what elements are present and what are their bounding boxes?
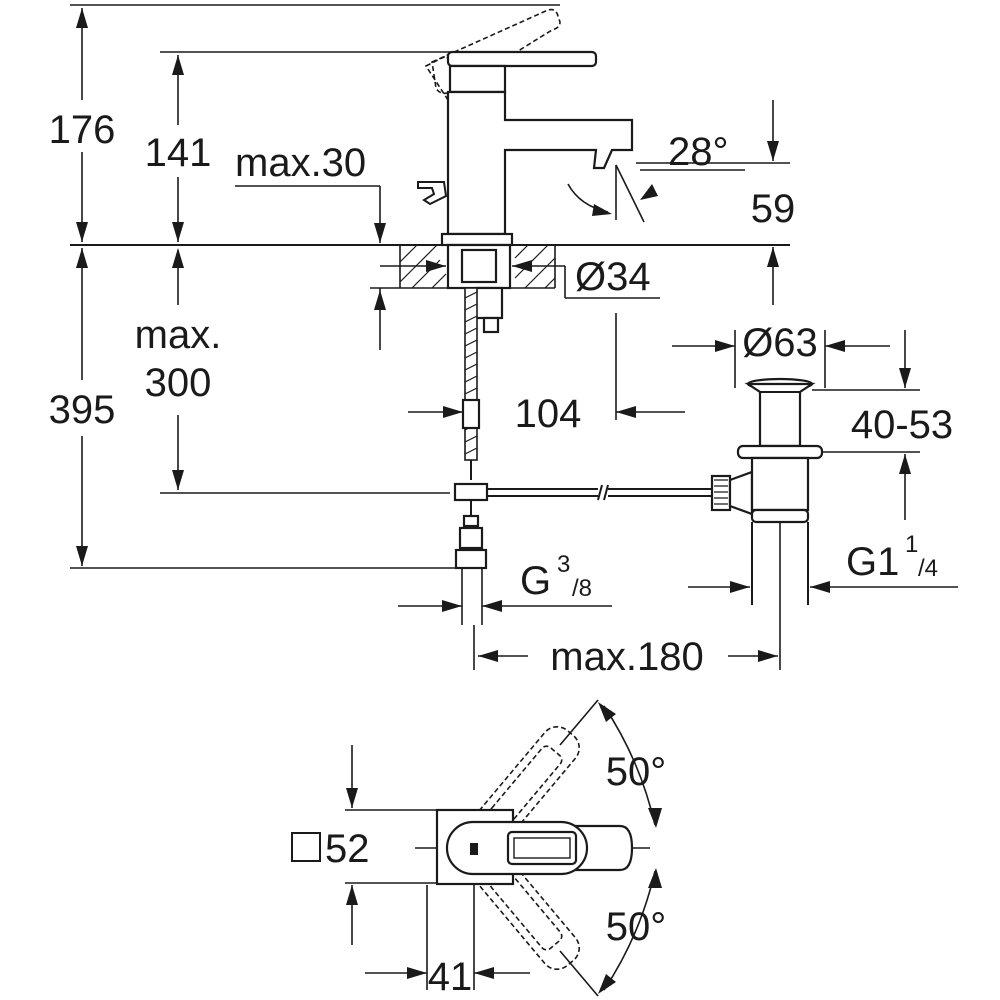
faucet-body xyxy=(417,50,634,247)
dim-label-59: 59 xyxy=(751,187,796,231)
dim-max180: max.180 xyxy=(473,625,778,679)
dim-50deg-top: 50° xyxy=(559,699,667,828)
waste-lock-nut xyxy=(736,444,824,460)
waste-valve xyxy=(736,377,824,670)
flexible-hose xyxy=(464,287,478,461)
dim-label-max300-line2: 300 xyxy=(145,361,212,405)
dim-label-g38-num: 3 xyxy=(557,551,570,578)
square-symbol xyxy=(291,832,321,862)
dim-label-41: 41 xyxy=(428,955,473,999)
dim-label-g38-main: G xyxy=(520,559,551,603)
dim-label-176: 176 xyxy=(49,108,116,152)
dim-label-max30: max.30 xyxy=(235,141,366,185)
threaded-stud xyxy=(474,286,504,320)
inlet-fitting xyxy=(454,548,488,570)
plan-lever-pivot xyxy=(470,843,478,855)
waste-body-lower xyxy=(750,456,810,512)
dim-label-g38-den: /8 xyxy=(572,575,592,602)
dim-d34: Ø34 xyxy=(380,255,660,299)
dim-label-max180: max.180 xyxy=(550,635,703,679)
dim-g38: G 3 /8 xyxy=(398,551,612,625)
dim-label-395: 395 xyxy=(49,388,116,432)
dim-label-g114-num: 1 xyxy=(905,531,918,558)
dim-label-40-53: 40-53 xyxy=(851,403,953,447)
dim-104: 104 xyxy=(408,313,685,436)
stud-end xyxy=(482,316,500,334)
dim-label-square52: 52 xyxy=(325,827,370,871)
dim-label-g114-den: /4 xyxy=(918,555,938,582)
dim-395: 395 xyxy=(49,248,116,566)
elevation-view: 176 141 max.30 xyxy=(38,4,958,679)
dim-label-d34: Ø34 xyxy=(575,255,651,299)
lever-handle xyxy=(446,50,598,68)
hose-ferrule xyxy=(461,398,481,430)
dim-label-50deg-top: 50° xyxy=(606,750,667,794)
hose-nut-small xyxy=(462,514,480,528)
dim-max30: max.30 xyxy=(235,141,400,350)
hose-nut xyxy=(458,526,484,550)
faucet-base-ring xyxy=(440,232,514,247)
dim-label-g114-main: G1 xyxy=(846,540,899,584)
dim-d63: Ø63 xyxy=(672,321,890,388)
dim-label-141: 141 xyxy=(145,131,212,175)
dim-41: 41 xyxy=(365,955,530,999)
pop-up-knob xyxy=(417,181,448,206)
hose-connector xyxy=(453,482,489,502)
mounting-assembly xyxy=(446,243,512,570)
dim-label-d63: Ø63 xyxy=(742,321,818,365)
dim-176: 176 xyxy=(38,8,128,242)
mounting-block xyxy=(460,248,498,284)
lever-base xyxy=(448,64,507,94)
pop-up-rod xyxy=(487,470,754,516)
waste-body-upper xyxy=(744,382,816,448)
dim-label-104: 104 xyxy=(515,392,582,436)
waste-outlet-ring xyxy=(750,508,810,524)
dim-40-53: 40-53 xyxy=(812,330,953,520)
rod-coupling xyxy=(728,470,754,516)
dim-141: 141 xyxy=(132,55,224,242)
dim-square52: 52 xyxy=(291,745,370,945)
dim-28deg: 28° xyxy=(567,130,745,223)
dim-label-28deg: 28° xyxy=(668,130,729,174)
dim-50deg-bottom: 50° xyxy=(559,868,667,997)
plan-view: 52 50° 50° 41 xyxy=(291,699,667,999)
dim-g114: G1 1 /4 xyxy=(688,531,958,593)
dim-max300: max. 300 xyxy=(135,248,222,490)
lever-ghost xyxy=(424,8,561,102)
dim-label-max300-line1: max. xyxy=(135,313,222,357)
rod-knurled-nut xyxy=(710,474,732,512)
dim-label-50deg-bottom: 50° xyxy=(606,905,667,949)
plan-lever-window xyxy=(506,830,578,866)
dim-59: 59 xyxy=(636,100,795,305)
